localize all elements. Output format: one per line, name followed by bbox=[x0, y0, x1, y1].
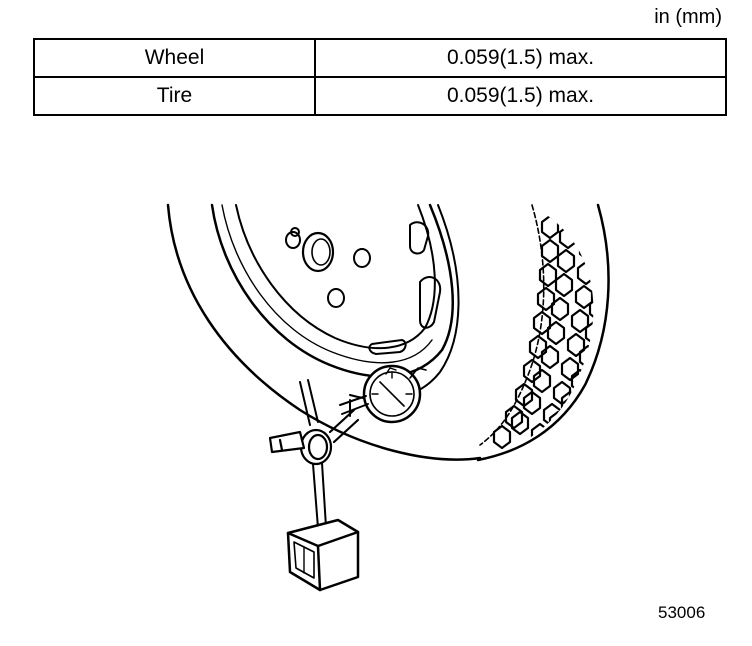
tire-sidewall-outline bbox=[166, 203, 482, 461]
runout-spec-table: Wheel 0.059(1.5) max. Tire 0.059(1.5) ma… bbox=[33, 38, 727, 116]
table-row: Wheel 0.059(1.5) max. bbox=[33, 38, 727, 78]
tire-tread-pattern bbox=[492, 205, 594, 450]
table-cell-value: 0.059(1.5) max. bbox=[314, 38, 727, 78]
dial-gauge bbox=[362, 364, 427, 424]
wheel-rim-inner bbox=[235, 204, 436, 350]
stand-lower-rod bbox=[312, 462, 327, 529]
wheel-rim-lip bbox=[221, 204, 433, 364]
lug-nuts bbox=[285, 227, 371, 308]
table-row: Tire 0.059(1.5) max. bbox=[33, 76, 727, 116]
stand-clamp bbox=[268, 408, 360, 466]
table-cell-item: Wheel bbox=[33, 38, 316, 78]
figure-number: 53006 bbox=[658, 603, 706, 622]
magnetic-base bbox=[286, 518, 360, 592]
wheel-vent-holes bbox=[368, 221, 442, 355]
wheel-hub bbox=[301, 231, 335, 273]
table-cell-item: Tire bbox=[33, 76, 316, 116]
wheel-hub-bore bbox=[311, 238, 331, 266]
tire-tread-edge bbox=[476, 203, 610, 462]
unit-label: in (mm) bbox=[654, 6, 722, 28]
table-cell-value: 0.059(1.5) max. bbox=[314, 76, 727, 116]
stand-upper-rod bbox=[299, 379, 319, 426]
